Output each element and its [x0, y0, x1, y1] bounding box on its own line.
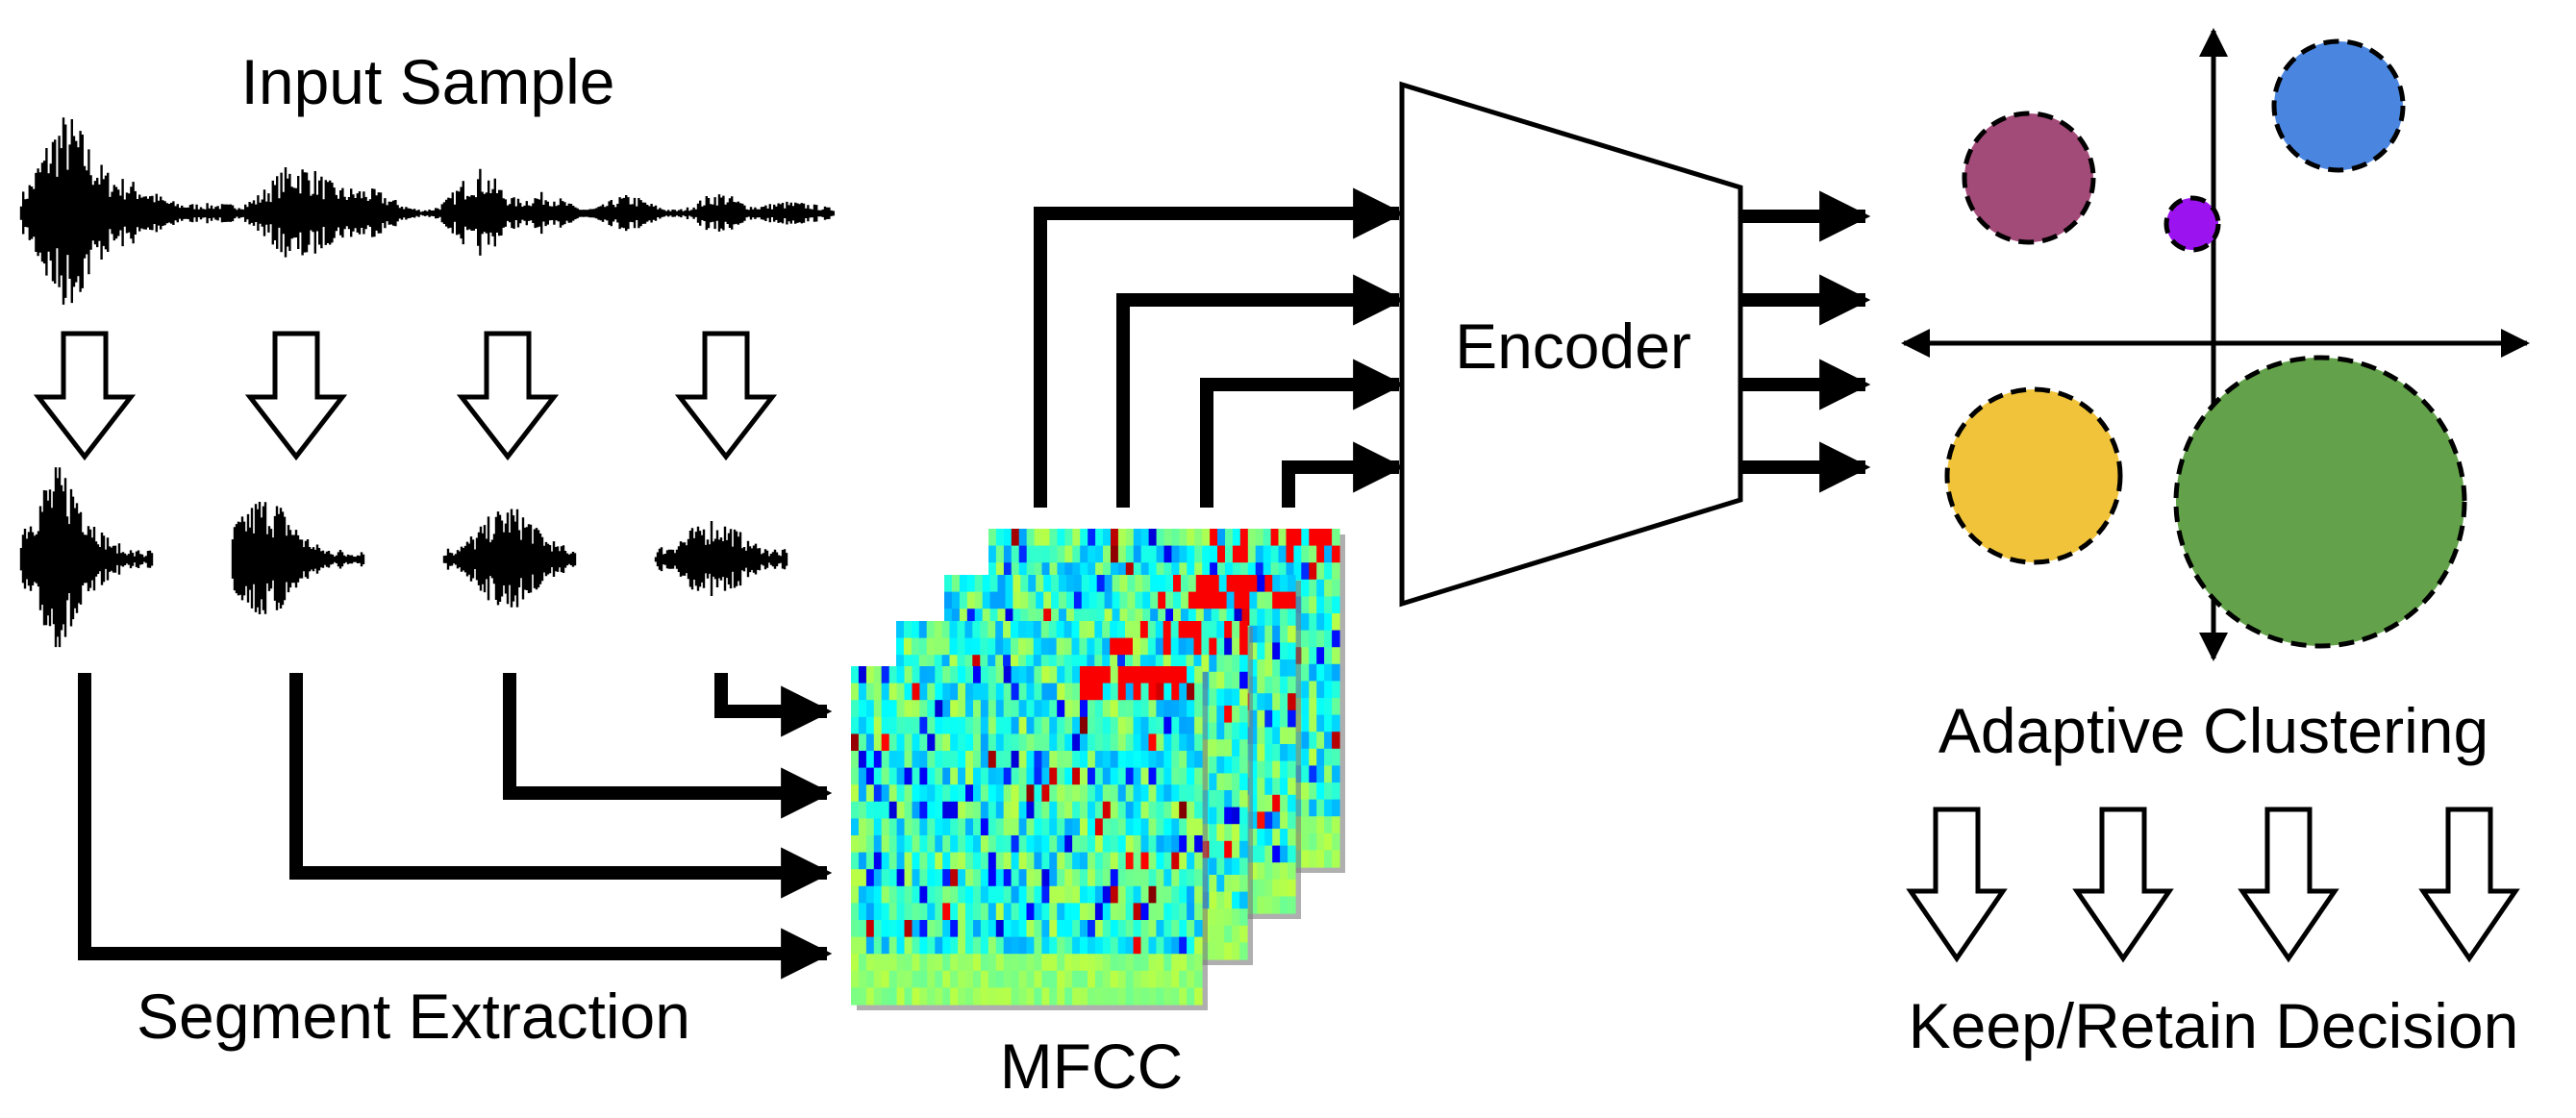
- decision-label: Keep/Retain Decision: [1909, 990, 2519, 1061]
- segment-waveform-4: [654, 521, 788, 596]
- segment-waveforms: [19, 467, 788, 648]
- hollow-down-arrow-left-2: [244, 331, 348, 461]
- cluster-purple: [2163, 195, 2221, 253]
- adaptive-clustering-label: Adaptive Clustering: [1938, 695, 2488, 766]
- hollow-down-arrow-left-1: [33, 331, 137, 461]
- mfcc-panel-4: [851, 666, 1208, 1010]
- mfcc-connectors: [1034, 187, 1405, 508]
- input-sample-label: Input Sample: [241, 46, 615, 117]
- clusters: [1944, 38, 2467, 649]
- hollow-down-arrow-right-3: [2238, 807, 2339, 963]
- hollow-down-arrow-right-4: [2418, 807, 2520, 963]
- hollow-down-arrow-right-2: [2072, 807, 2174, 963]
- cluster-magenta: [1962, 111, 2096, 245]
- encoder-outputs: [1742, 190, 1871, 493]
- connector-mfcc-3: [1200, 359, 1405, 508]
- connector-mfcc-4: [1282, 441, 1405, 508]
- cluster-blue: [2271, 38, 2406, 173]
- split-arrows: [33, 331, 778, 461]
- segment-extraction-label: Segment Extraction: [137, 981, 690, 1052]
- cluster-green: [2173, 355, 2467, 649]
- decision-arrows: [1906, 807, 2520, 963]
- connector-segment-3: [503, 673, 833, 819]
- cluster-yellow: [1944, 386, 2123, 565]
- hollow-down-arrow-left-4: [674, 331, 778, 461]
- segment-waveform-2: [231, 502, 365, 614]
- hollow-down-arrow-right-1: [1906, 807, 2008, 963]
- encoder-block: [1399, 81, 1743, 608]
- input-waveform-trace: [19, 117, 835, 305]
- mfcc-label: MFCC: [1000, 1031, 1184, 1102]
- segment-waveform-1: [19, 467, 154, 648]
- hollow-down-arrow-left-3: [456, 331, 560, 461]
- mfcc-stack: [851, 529, 1345, 1010]
- segment-waveform-3: [442, 509, 577, 608]
- segment-connectors: [78, 673, 833, 980]
- encoder-label: Encoder: [1455, 311, 1691, 382]
- connector-segment-2: [289, 673, 833, 899]
- connector-segment-4: [714, 673, 833, 737]
- input-waveform: [19, 117, 835, 305]
- connector-segment-1: [78, 673, 833, 980]
- connector-mfcc-2: [1116, 274, 1405, 508]
- connector-mfcc-1: [1034, 187, 1405, 508]
